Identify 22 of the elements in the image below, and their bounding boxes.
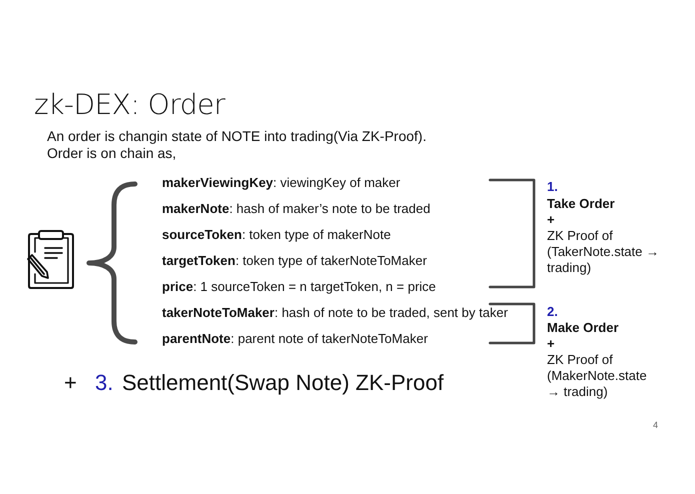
plus-sign: + [64,370,77,396]
field-definition: makerNote: hash of maker’s note to be traded [162,201,430,217]
step-number: 2. [547,304,558,320]
field-definition: targetToken: token type of takerNoteToMaker [162,253,427,269]
field-definition: takerNoteToMaker: hash of note to be traded, sent by taker [162,305,508,321]
step-heading: Take Order [547,196,615,212]
field-definition: price: 1 sourceToken = n targetToken, n = price [162,279,436,295]
field-definition: sourceToken: token type of makerNote [162,227,391,243]
plus-sign: + [547,212,555,228]
step-description: ZK Proof of (MakerNote.state → trading) [547,352,648,400]
slide-title: zk-DEX: Order [34,89,225,121]
intro-text: An order is changin state of NOTE into trading(Via ZK-Proof). [47,128,426,145]
field-definition: parentNote: parent note of takerNoteToMaker [162,331,428,347]
step-number: 1. [547,179,558,195]
page-number: 4 [653,419,658,431]
step-heading: Make Order [547,320,619,336]
settlement-text: Settlement(Swap Note) ZK-Proof [122,370,444,396]
field-definition: makerViewingKey: viewingKey of maker [162,175,400,191]
plus-sign: + [547,336,555,352]
intro-text: Order is on chain as, [47,145,176,162]
step-description: ZK Proof of (TakerNote.state → trading) [547,228,660,276]
step-number: 3. [95,370,114,396]
